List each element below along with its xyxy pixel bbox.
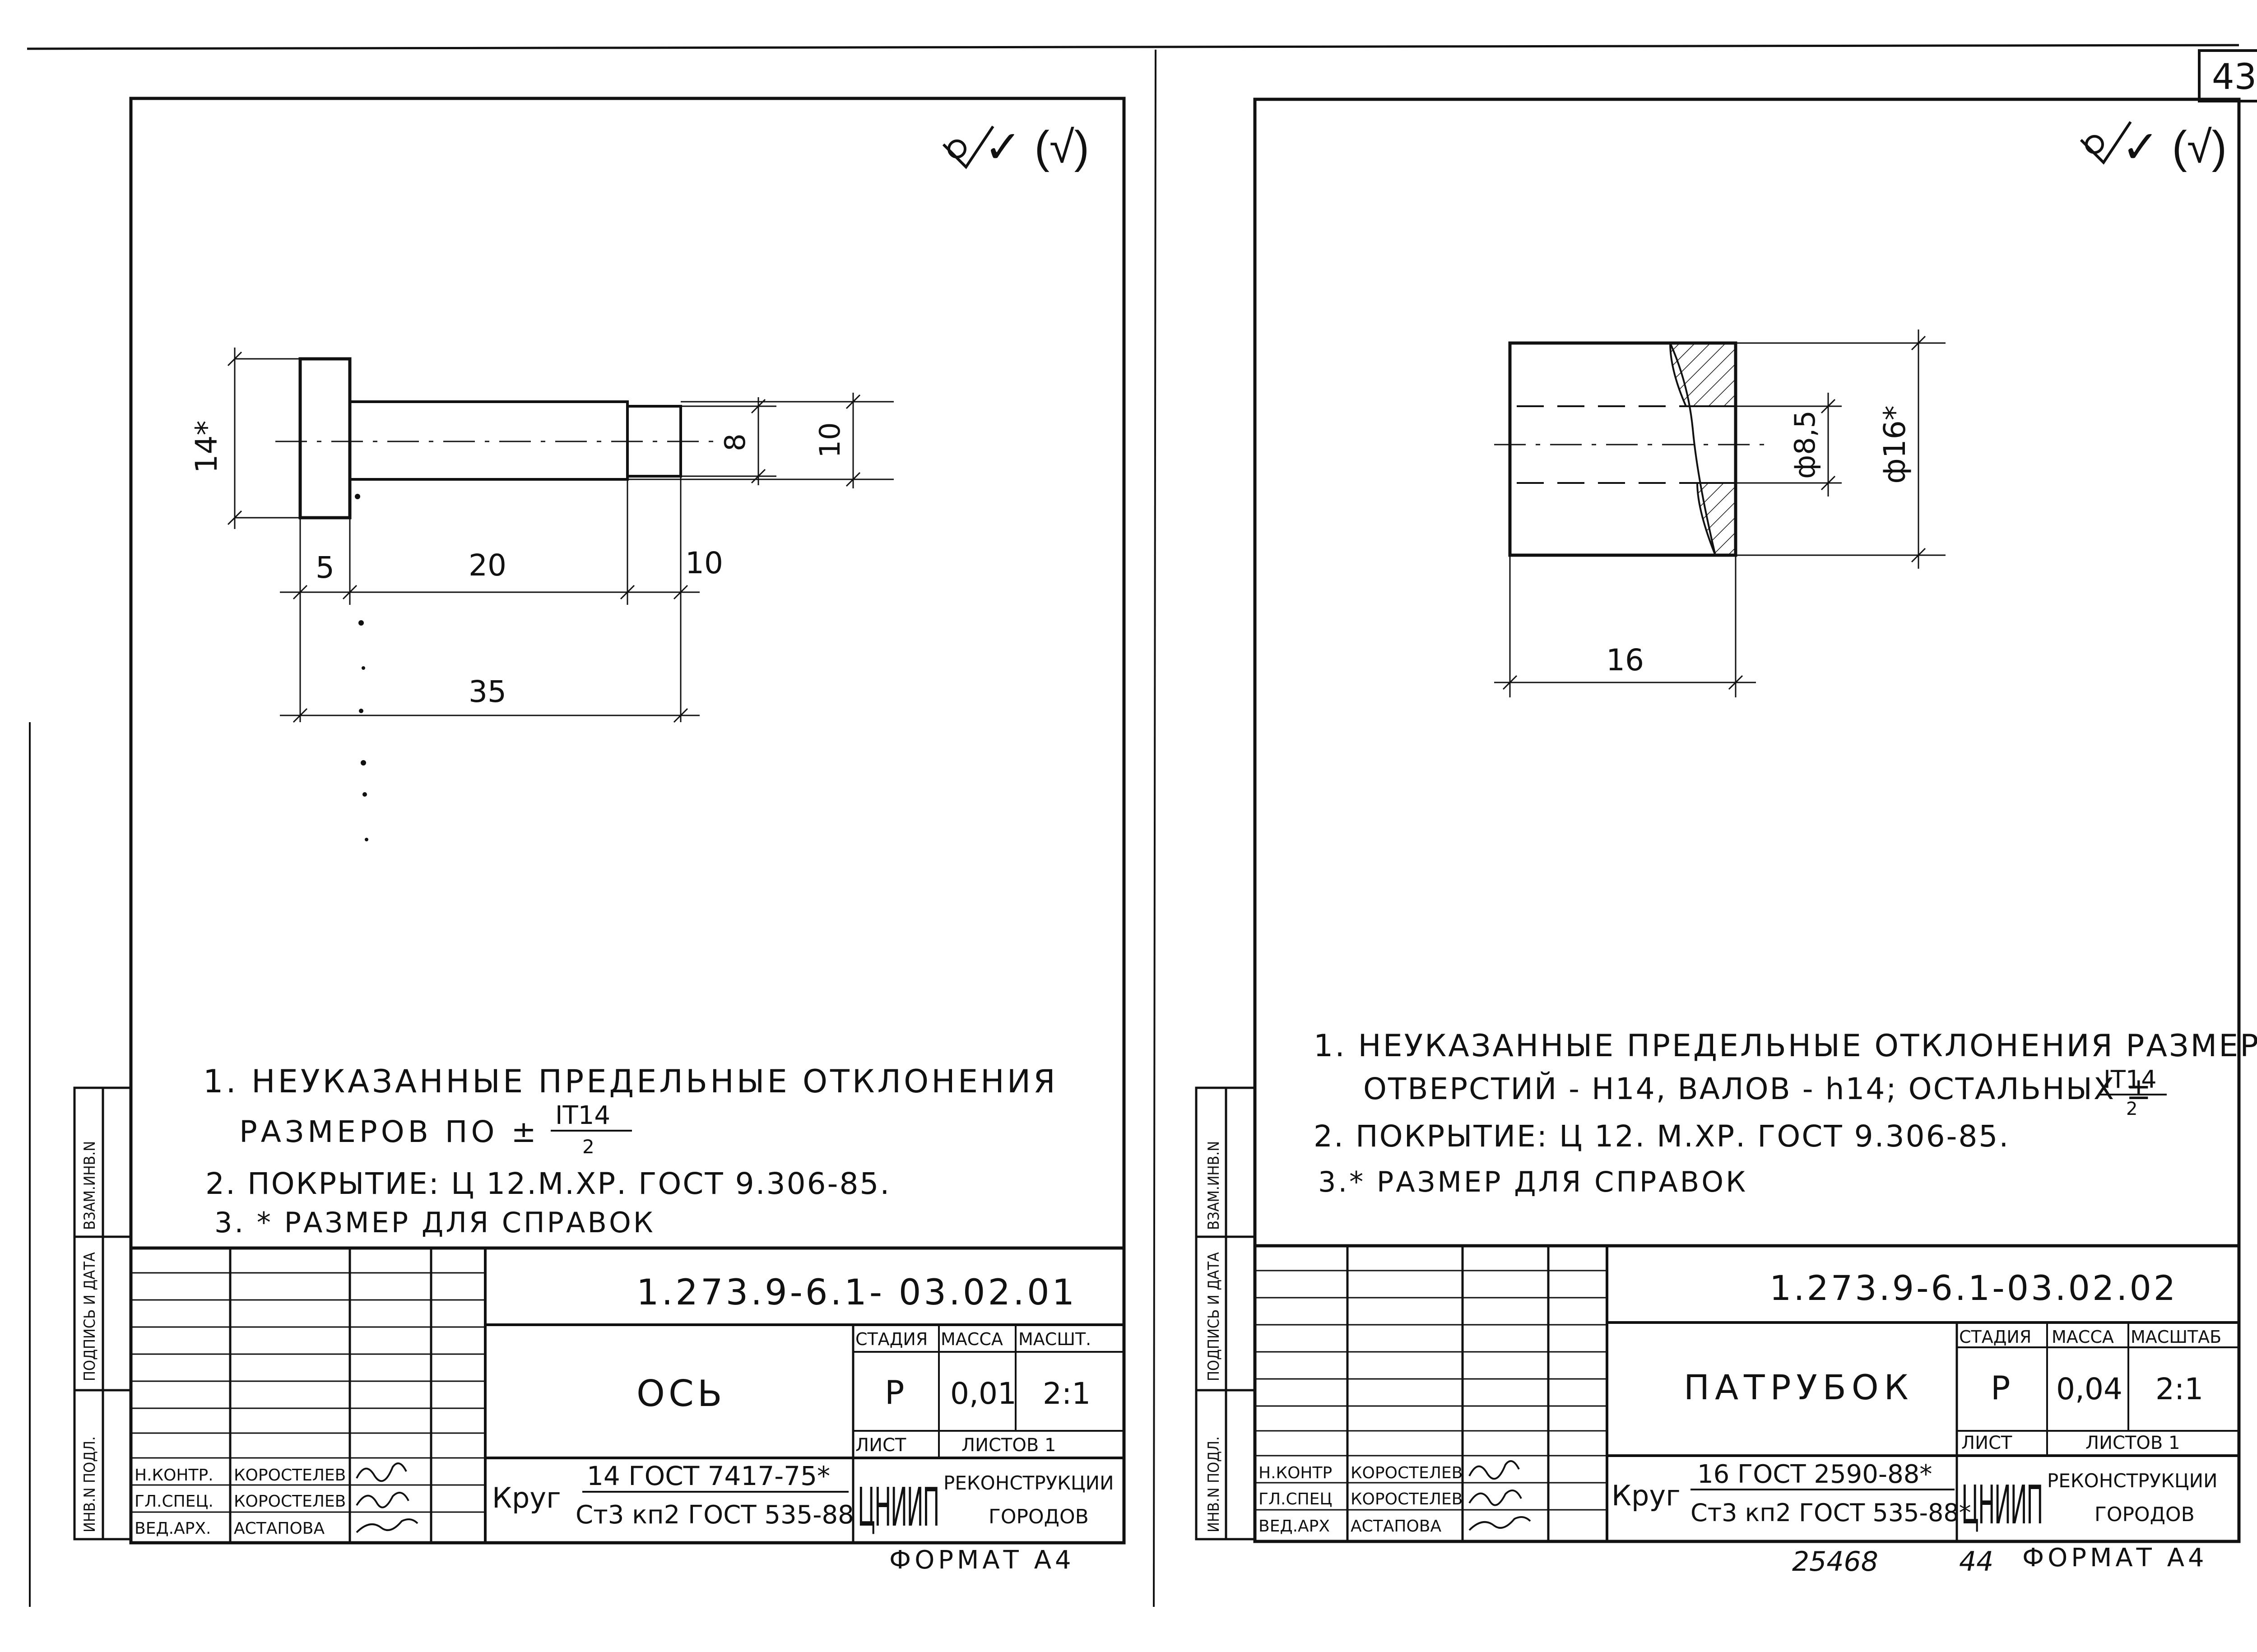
note-1-line1-right: 1. НЕУКАЗАННЫЕ ПРЕДЕЛЬНЫЕ ОТКЛОНЕНИЯ РАЗ… <box>1314 1028 2257 1064</box>
dim-len-end: 10 <box>685 546 723 580</box>
tb-scale-h-right: МАСШТАБ <box>2131 1327 2221 1347</box>
axle-dimensions <box>227 348 894 723</box>
tb-name-left: ОСЬ <box>636 1373 726 1415</box>
tb-sheets-h-right: ЛИСТОВ 1 <box>2085 1433 2180 1453</box>
side-label-replace: ВЗАМ.ИНВ.N <box>81 1141 99 1230</box>
dim-len-shaft: 20 <box>469 548 506 583</box>
roughness-mark-right: ✓ (√) <box>2122 122 2227 172</box>
format-label-right: ФОРМАТ А4 <box>2022 1543 2208 1573</box>
tb-name-right: ПАТРУБОК <box>1684 1367 1914 1407</box>
tb-scale-h-left: МАСШТ. <box>1018 1329 1091 1349</box>
tb-name-3-right: АСТАПОВА <box>1351 1517 1441 1536</box>
tb-org-line1-right: РЕКОНСТРУКЦИИ <box>2047 1470 2218 1492</box>
tb-material-prefix-left: Круг <box>492 1481 561 1514</box>
note-2: 2. ПОКРЫТИЕ: Ц 12.М.ХР. ГОСТ 9.306-85. <box>205 1166 891 1201</box>
handwritten-inventory: 25468 <box>1792 1546 1878 1578</box>
roughness-symbol-right <box>2080 121 2132 165</box>
dim-height-head: 14* <box>189 421 224 473</box>
axle-scan-dots <box>355 494 368 841</box>
side-label-sign: ПОДПИСЬ И ДАТА <box>81 1252 99 1381</box>
signature-1-left <box>356 1462 407 1482</box>
dim-outer-dia: ф16* <box>1877 405 1912 483</box>
note-3-right: 3.* РАЗМЕР ДЛЯ СПРАВОК <box>1318 1165 1748 1198</box>
tb-role-1-left: Н.КОНТР. <box>135 1466 214 1485</box>
side-label-sign-right: ПОДПИСЬ И ДАТА <box>1205 1252 1223 1381</box>
tb-sheets-h-left: ЛИСТОВ 1 <box>961 1435 1056 1456</box>
tb-mass-h-left: МАССА <box>941 1329 1003 1349</box>
axle-part <box>275 357 713 520</box>
roughness-mark-left: ✓ (√) <box>984 122 1089 172</box>
side-label-inv: ИНВ.N ПОДЛ. <box>81 1436 99 1532</box>
tb-stage-right: Р <box>1991 1369 2010 1407</box>
tb-name-1-left: КОРОСТЕЛЕВ <box>234 1466 346 1485</box>
note-3: 3. * РАЗМЕР ДЛЯ СПРАВОК <box>214 1206 655 1239</box>
side-label-replace-right: ВЗАМ.ИНВ.N <box>1205 1141 1223 1230</box>
roughness-symbol-left <box>942 125 994 169</box>
title-block-left-grid <box>129 1246 1126 1545</box>
tb-stage-h-right: СТАДИЯ <box>1959 1327 2031 1347</box>
tb-mass-left: 0,01 <box>950 1376 1017 1411</box>
dim-inner-dia: ф8,5 <box>1788 410 1821 479</box>
tb-org-logo-left: ЦНИИП <box>858 1476 939 1538</box>
tb-material-prefix-right: Круг <box>1611 1479 1681 1512</box>
tb-sheet-h-right: ЛИСТ <box>1961 1433 2012 1453</box>
sheet-left-graphics <box>73 97 1126 1545</box>
tb-material-bottom-right: Ст3 кп2 ГОСТ 535-88* <box>1690 1499 1971 1527</box>
tb-stage-left: Р <box>885 1374 904 1411</box>
tb-material-top-right: 16 ГОСТ 2590-88* <box>1697 1460 1932 1489</box>
tb-scale-right: 2:1 <box>2155 1372 2203 1406</box>
signature-3-left <box>356 1518 418 1533</box>
dim-shaft-dia: 8 <box>719 433 752 451</box>
note-1-frac-bottom: 2 <box>582 1136 594 1158</box>
note-1-line2: РАЗМЕРОВ ПО ± <box>239 1114 540 1149</box>
tb-material-bottom-left: Ст3 кп2 ГОСТ 535-88 <box>576 1500 854 1530</box>
dim-len-head: 5 <box>316 550 334 585</box>
tb-code-right: 1.273.9-6.1-03.02.02 <box>1769 1268 2178 1308</box>
tb-role-2-left: ГЛ.СПЕЦ. <box>135 1492 214 1511</box>
tb-role-2-right: ГЛ.СПЕЦ <box>1259 1490 1332 1508</box>
tb-mass-right: 0,04 <box>2056 1372 2122 1406</box>
tb-scale-left: 2:1 <box>1043 1376 1091 1411</box>
dim-length: 16 <box>1606 643 1644 678</box>
tb-name-2-right: КОРОСТЕЛЕВ <box>1351 1490 1463 1508</box>
tb-org-line2-left: ГОРОДОВ <box>989 1505 1089 1528</box>
signature-3-right <box>1468 1516 1531 1531</box>
tb-name-1-right: КОРОСТЕЛЕВ <box>1351 1464 1463 1482</box>
note-2-right: 2. ПОКРЫТИЕ: Ц 12. М.ХР. ГОСТ 9.306-85. <box>1314 1119 2010 1154</box>
note-1-frac-top-right: IT14 <box>2104 1065 2157 1094</box>
format-label-left: ФОРМАТ А4 <box>889 1545 1075 1575</box>
tb-role-3-left: ВЕД.АРХ. <box>135 1519 211 1538</box>
tb-org-line1-left: РЕКОНСТРУКЦИИ <box>943 1472 1114 1494</box>
side-label-inv-right: ИНВ.N ПОДЛ. <box>1205 1436 1223 1532</box>
signature-2-right <box>1468 1490 1522 1506</box>
dim-overall-dia: 10 <box>813 422 846 458</box>
dim-len-total: 35 <box>469 674 506 709</box>
patrubok-part <box>1494 341 1769 557</box>
tb-org-logo-right: ЦНИИП <box>1961 1474 2043 1536</box>
sheet-left-text: ✓ (√) 14* 8 10 5 20 10 35 1. НЕУКАЗАННЫЕ… <box>81 122 1114 1575</box>
handwritten-page-ref: 44 <box>1959 1546 1993 1578</box>
signature-2-left <box>356 1492 409 1508</box>
tb-stage-h-left: СТАДИЯ <box>855 1329 928 1349</box>
page-number: 43 <box>2212 57 2257 97</box>
title-block-right-grid <box>1253 1244 2241 1543</box>
note-1-frac-top: IT14 <box>555 1101 610 1130</box>
tb-sheet-h-left: ЛИСТ <box>855 1435 906 1456</box>
tb-name-2-left: КОРОСТЕЛЕВ <box>234 1492 346 1511</box>
tb-role-1-right: Н.КОНТР <box>1259 1464 1332 1482</box>
note-1-line2-right: ОТВЕРСТИЙ - Н14, ВАЛОВ - h14; ОСТАЛЬНЫХ … <box>1363 1071 2152 1106</box>
note-1-line1: 1. НЕУКАЗАННЫЕ ПРЕДЕЛЬНЫЕ ОТКЛОНЕНИЯ <box>203 1063 1058 1100</box>
note-1-frac-bottom-right: 2 <box>2126 1099 2137 1119</box>
tb-mass-h-right: МАССА <box>2052 1327 2114 1347</box>
patrubok-dimensions <box>1494 329 1946 697</box>
tb-material-top-left: 14 ГОСТ 7417-75* <box>587 1461 830 1491</box>
tb-name-3-left: АСТАПОВА <box>234 1519 325 1538</box>
tb-code-left: 1.273.9-6.1- 03.02.01 <box>636 1272 1077 1313</box>
signature-1-right <box>1468 1460 1520 1480</box>
tb-role-3-right: ВЕД.АРХ <box>1259 1517 1330 1536</box>
tb-org-line2-right: ГОРОДОВ <box>2094 1503 2195 1526</box>
